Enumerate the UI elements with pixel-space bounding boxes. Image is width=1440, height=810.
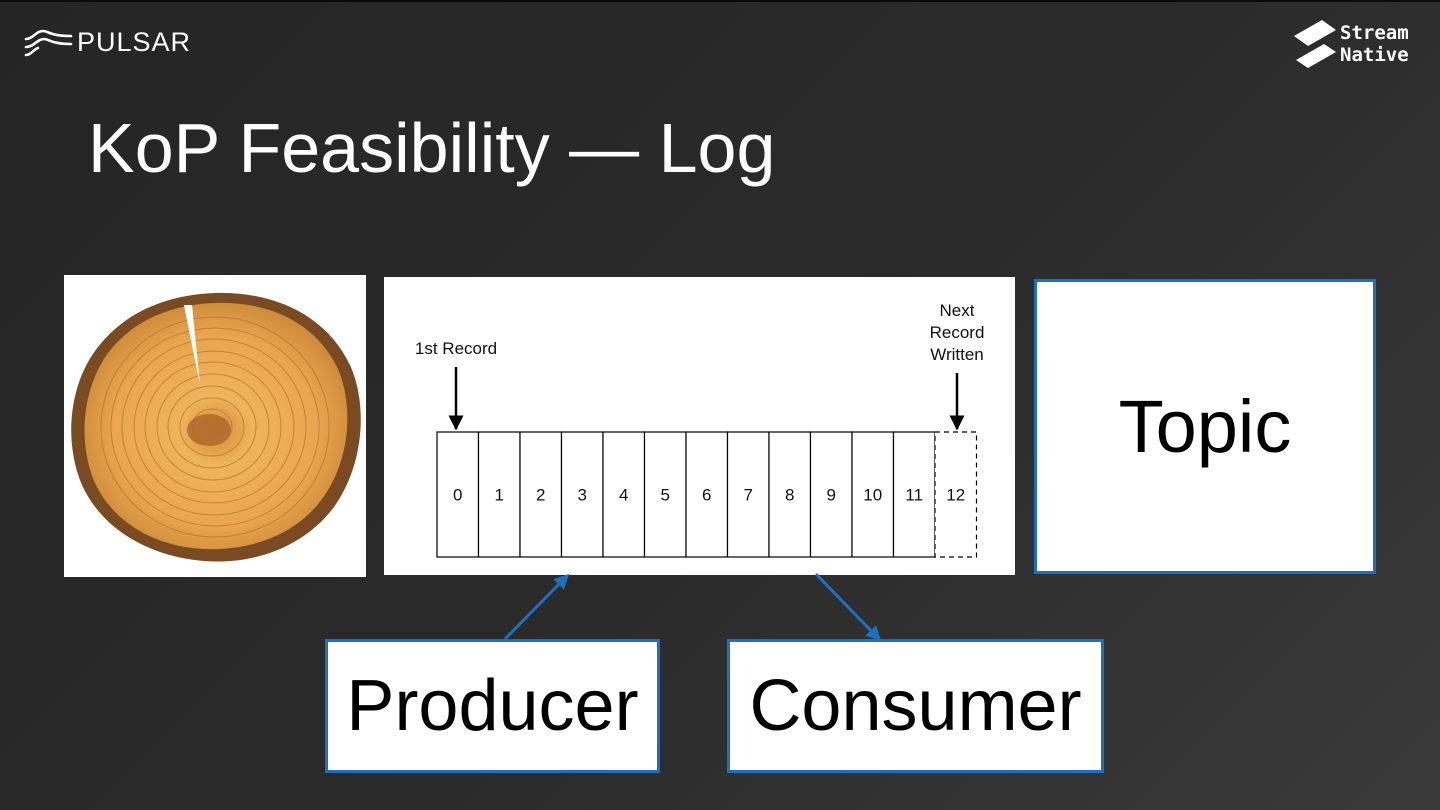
topic-box: Topic [1034, 279, 1376, 574]
log-cell-label: 1 [495, 486, 504, 505]
streamnative-line2: Native [1340, 44, 1409, 66]
log-cell-label: 3 [578, 486, 587, 505]
log-cell-label: 6 [702, 486, 711, 505]
log-cell-pending-label: 12 [946, 486, 965, 505]
streamnative-diamond-icon [1292, 18, 1338, 70]
next-record-label-line3: Written [930, 345, 984, 364]
streamnative-logo: Stream Native [1292, 18, 1409, 70]
log-to-consumer-arrow [816, 574, 879, 639]
log-cell-label: 0 [453, 486, 462, 505]
next-record-label-line1: Next [940, 301, 975, 320]
log-cell-label: 10 [863, 486, 882, 505]
next-record-label-line2: Record [930, 323, 985, 342]
streamnative-line1: Stream [1340, 22, 1409, 44]
log-cell-label: 4 [619, 486, 628, 505]
log-cell-label: 9 [827, 486, 836, 505]
tree-rings-image [64, 275, 366, 577]
producer-box: Producer [325, 639, 660, 773]
producer-to-log-arrow [505, 576, 567, 639]
top-border-line [0, 0, 1440, 2]
log-cell-label: 8 [785, 486, 794, 505]
slide-title: KoP Feasibility — Log [88, 108, 775, 188]
first-record-label: 1st Record [415, 339, 497, 358]
log-cell-label: 2 [536, 486, 545, 505]
log-cell-label: 5 [661, 486, 670, 505]
pulsar-logo: PULSAR [24, 26, 191, 58]
log-cell-label: 11 [905, 486, 923, 505]
consumer-box: Consumer [727, 639, 1104, 773]
pulsar-logo-text: PULSAR [77, 27, 191, 58]
log-cell-label: 7 [744, 486, 753, 505]
pulsar-wave-icon [24, 26, 74, 58]
